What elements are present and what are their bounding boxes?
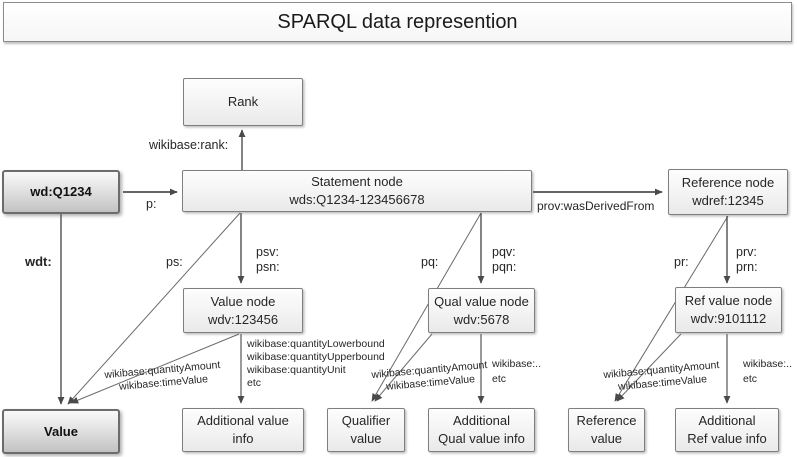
node-additional-qual-value-info-title: Additional [452, 413, 511, 429]
node-value: Value [2, 409, 120, 454]
label-ref-etc: etc [743, 373, 758, 385]
node-reference-title: Reference node [681, 175, 775, 191]
label-psv: psv: [256, 245, 279, 259]
node-value-title: Value [44, 423, 78, 439]
node-qualifier-value-title: Qualifier [341, 413, 391, 429]
label-quantityunit: wikibase:quantityUnit [247, 364, 346, 376]
diagram-title-text: SPARQL data represention [277, 10, 518, 33]
label-psv-psn: psv: psn: [256, 245, 280, 275]
node-additional-ref-value-info-subtitle: Ref value info [687, 431, 767, 446]
label-pqv: pqv: [492, 245, 516, 259]
edge-qual-amount [374, 333, 433, 402]
diagram-title: SPARQL data represention [3, 2, 792, 42]
node-additional-ref-value-info: Additional Ref value info [675, 408, 779, 452]
node-item: wd:Q1234 [2, 170, 120, 214]
node-additional-value-info: Additional value info [182, 408, 304, 452]
label-ps: ps: [166, 255, 183, 269]
label-qual-node-to-info: wikibase:.. etc [492, 357, 541, 387]
node-ref-value-node-title: Ref value node [684, 293, 773, 309]
label-psn: psn: [256, 260, 280, 274]
label-p: p: [146, 197, 157, 211]
edge-pr [614, 215, 729, 402]
node-reference-value-subtitle: value [590, 431, 623, 446]
node-statement-title: Statement node [311, 174, 403, 190]
node-additional-value-info-subtitle: info [232, 431, 254, 446]
node-value-node: Value node wdv:123456 [183, 288, 303, 333]
label-qual-etc: etc [492, 373, 507, 385]
label-prv: prv: [736, 245, 757, 259]
label-ref-wikibase-etc: wikibase:.. [743, 358, 793, 370]
label-prov-wasderivedfrom: prov:wasDerivedFrom [537, 199, 655, 213]
node-rank: Rank [183, 78, 303, 126]
node-qual-value-node-subtitle: wdv:5678 [453, 311, 510, 327]
node-qual-value-node: Qual value node wdv:5678 [428, 288, 535, 333]
label-value-node-to-info: wikibase:quantityLowerbound wikibase:qua… [247, 338, 385, 390]
label-wdt: wdt: [25, 254, 52, 269]
node-additional-qual-value-info: Additional Qual value info [428, 408, 535, 452]
node-qualifier-value: Qualifier value [327, 408, 405, 452]
node-ref-value-node-subtitle: wdv:9101112 [690, 311, 767, 326]
label-pqv-pqn: pqv: pqn: [492, 245, 516, 275]
label-pqn: pqn: [492, 260, 517, 274]
label-pr: pr: [674, 255, 689, 269]
node-qual-value-node-title: Qual value node [434, 293, 529, 309]
node-reference: Reference node wdref:12345 [668, 169, 788, 215]
node-reference-value: Reference value [568, 408, 645, 452]
label-ref-node-to-info: wikibase:.. etc [743, 357, 792, 387]
label-wikibase-rank: wikibase:rank: [149, 138, 229, 152]
node-rank-title: Rank [227, 94, 259, 110]
node-reference-value-title: Reference [576, 413, 637, 429]
node-statement-subtitle: wds:Q1234-123456678 [289, 192, 425, 207]
label-qual-wikibase-etc: wikibase:.. [492, 358, 542, 370]
edge-ps [67, 212, 241, 405]
node-additional-qual-value-info-subtitle: Qual value info [438, 431, 525, 446]
label-value-etc: etc [247, 377, 262, 389]
label-pq: pq: [421, 255, 439, 269]
label-prn: prn: [736, 260, 758, 274]
node-qualifier-value-subtitle: value [350, 431, 382, 446]
label-quantitylowerbound: wikibase:quantityLowerbound [247, 338, 385, 350]
node-item-title: wd:Q1234 [30, 184, 92, 200]
edge-value-amount [70, 333, 240, 404]
node-ref-value-node: Ref value node wdv:9101112 [675, 287, 782, 333]
node-additional-value-info-title: Additional value [197, 413, 289, 429]
node-value-node-subtitle: wdv:123456 [207, 311, 279, 327]
label-quantityupperbound: wikibase:quantityUpperbound [247, 351, 385, 363]
node-value-node-title: Value node [210, 293, 276, 309]
edge-ref-amount [616, 333, 682, 402]
edge-pq [371, 212, 482, 402]
node-statement: Statement node wds:Q1234-123456678 [182, 170, 532, 212]
label-prv-prn: prv: prn: [736, 245, 758, 275]
node-reference-subtitle: wdref:12345 [692, 193, 764, 208]
node-additional-ref-value-info-title: Additional [698, 413, 756, 429]
